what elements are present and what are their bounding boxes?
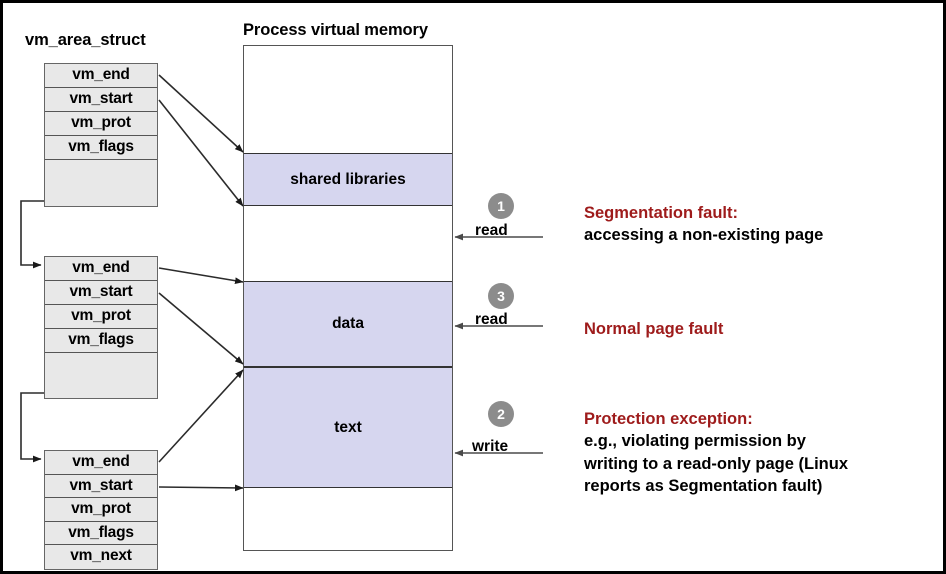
annotation-body-line: reports as Segmentation fault) xyxy=(584,476,823,495)
annotation-title: Normal page fault xyxy=(584,320,724,338)
vma-field-vm-start: vm_start xyxy=(45,281,157,305)
access-label-read-1: read xyxy=(475,222,508,239)
annotation-segmentation-fault: Segmentation fault: accessing a non-exis… xyxy=(584,202,823,247)
vma-field-vm-prot: vm_prot xyxy=(45,112,157,136)
memory-segment-label: data xyxy=(332,315,364,332)
step-badge-3: 3 xyxy=(488,283,514,309)
annotation-title: Protection exception: xyxy=(584,410,753,428)
vma-field-vm-start: vm_start xyxy=(45,88,157,112)
memory-segment-label: shared libraries xyxy=(290,170,406,188)
vma-field-vm-flags: vm_flags xyxy=(45,136,157,160)
vma-field-vm-end: vm_end xyxy=(45,64,157,88)
vma-field-vm-start: vm_start xyxy=(45,475,157,499)
vma-field-vm-end: vm_end xyxy=(45,257,157,281)
access-label-write-2: write xyxy=(472,438,509,455)
annotation-normal-page-fault: Normal page fault xyxy=(584,318,723,340)
vma-field-vm-next: vm_next xyxy=(70,547,132,565)
vma-field-vm-end: vm_end xyxy=(45,451,157,475)
vma-struct-2[interactable]: vm_end vm_start vm_prot vm_flags xyxy=(44,256,158,399)
annotation-body-line: writing to a read-only page (Linux xyxy=(584,454,849,473)
process-virtual-memory-heading: Process virtual memory xyxy=(243,21,428,39)
vma-field-vm-prot: vm_prot xyxy=(45,498,157,522)
step-badge-2: 2 xyxy=(488,401,514,427)
memory-segment-text[interactable]: text xyxy=(244,367,452,488)
vma-struct-3[interactable]: vm_end vm_start vm_prot vm_flags vm_next xyxy=(44,450,158,570)
vm-area-struct-heading: vm_area_struct xyxy=(25,31,146,49)
vma-field-vm-flags: vm_flags xyxy=(45,329,157,353)
step-badge-1: 1 xyxy=(488,193,514,219)
vma-field-vm-flags: vm_flags xyxy=(45,522,157,546)
annotation-title: Segmentation fault: xyxy=(584,204,739,222)
annotation-body-line: accessing a non-existing page xyxy=(584,226,824,245)
annotation-body-line: e.g., violating permission by xyxy=(584,432,806,451)
vma-field-vm-next-empty xyxy=(45,160,157,206)
memory-segment-shared-libraries[interactable]: shared libraries xyxy=(244,153,452,206)
annotation-protection-exception: Protection exception: e.g., violating pe… xyxy=(584,408,848,497)
memory-segment-label: text xyxy=(334,418,362,436)
vma-field-vm-prot: vm_prot xyxy=(45,305,157,329)
vma-field-vm-next-empty xyxy=(45,353,157,398)
memory-segment-data[interactable]: data xyxy=(244,281,452,367)
vma-struct-1[interactable]: vm_end vm_start vm_prot vm_flags xyxy=(44,63,158,207)
access-label-read-3: read xyxy=(475,311,508,328)
